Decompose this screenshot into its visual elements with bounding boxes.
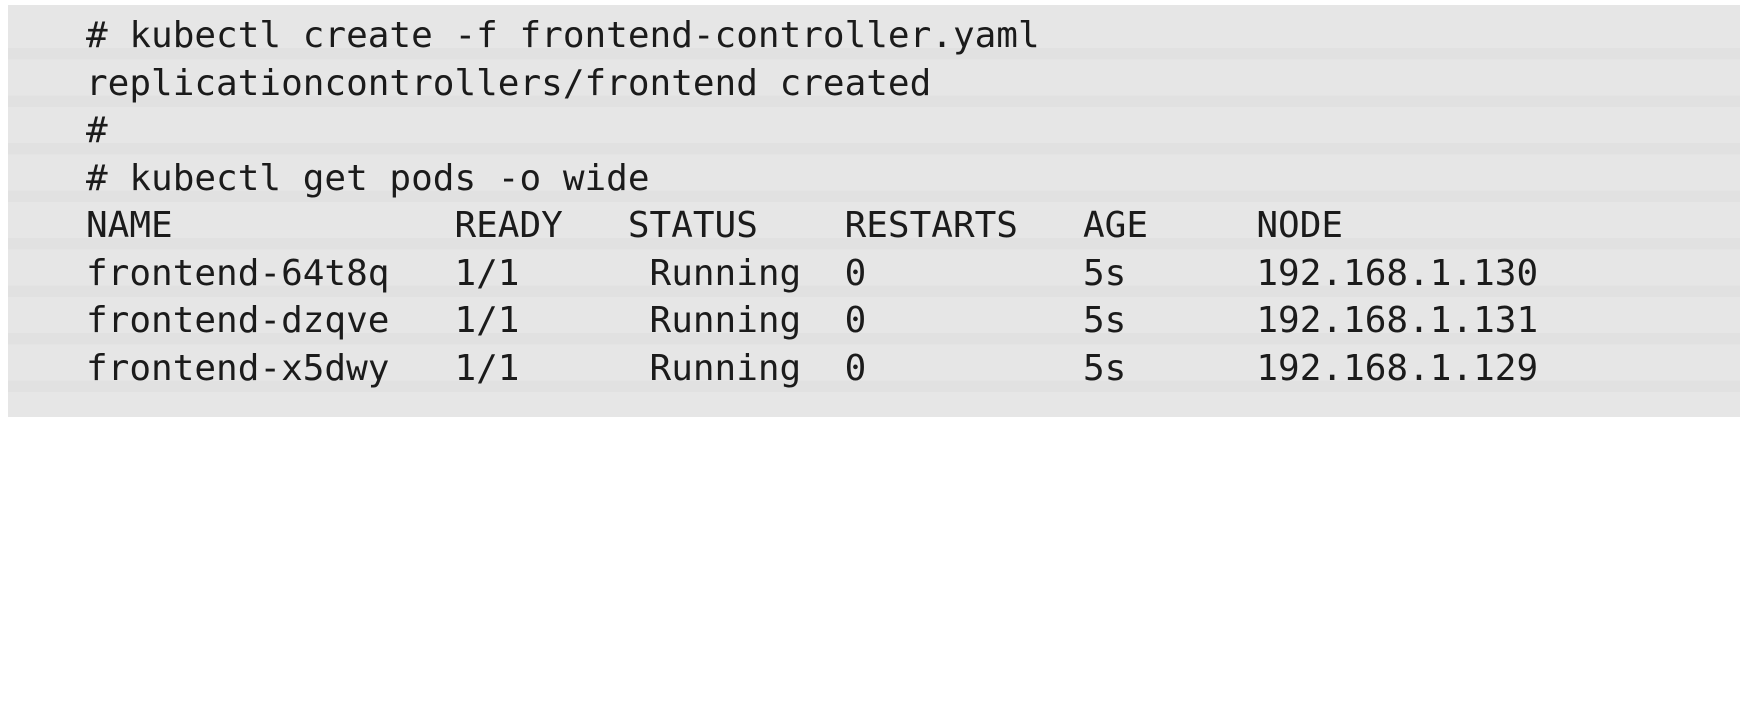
cell-pod-node: 192.168.1.130 — [1256, 250, 1538, 298]
cell-pod-node: 192.168.1.129 — [1256, 345, 1538, 393]
column-header-node: NODE — [1256, 202, 1343, 250]
pod-row: frontend-x5dwy 1/1 Running 0 5s 192.168.… — [86, 345, 1740, 393]
column-header-status: STATUS — [628, 202, 758, 250]
cell-pod-restarts: 0 — [845, 297, 867, 345]
prompt-line-empty: # — [86, 107, 1740, 155]
cell-pod-node: 192.168.1.131 — [1256, 297, 1538, 345]
cell-pod-restarts: 0 — [845, 250, 867, 298]
cell-pod-ready: 1/1 — [454, 250, 519, 298]
cell-pod-age: 5s — [1083, 250, 1126, 298]
pod-row: frontend-dzqve 1/1 Running 0 5s 192.168.… — [86, 297, 1740, 345]
cell-pod-ready: 1/1 — [454, 297, 519, 345]
column-header-ready: READY — [454, 202, 562, 250]
column-header-name: NAME — [86, 202, 173, 250]
pod-row: frontend-64t8q 1/1 Running 0 5s 192.168.… — [86, 250, 1740, 298]
cell-pod-age: 5s — [1083, 345, 1126, 393]
cell-pod-name: frontend-64t8q — [86, 250, 389, 298]
cell-pod-age: 5s — [1083, 297, 1126, 345]
column-header-age: AGE — [1083, 202, 1148, 250]
cell-pod-status: Running — [650, 250, 802, 298]
cell-pod-name: frontend-x5dwy — [86, 345, 389, 393]
command-line-get-pods: # kubectl get pods -o wide — [86, 155, 1740, 203]
command-line-create: # kubectl create -f frontend-controller.… — [86, 12, 1740, 60]
cell-pod-status: Running — [650, 297, 802, 345]
column-header-restarts: RESTARTS — [845, 202, 1018, 250]
cell-pod-name: frontend-dzqve — [86, 297, 389, 345]
cell-pod-restarts: 0 — [845, 345, 867, 393]
pods-table-header-row: NAME READY STATUS RESTARTS AGE NODE — [86, 202, 1740, 250]
output-line-rc-created: replicationcontrollers/frontend created — [86, 60, 1740, 108]
cell-pod-ready: 1/1 — [454, 345, 519, 393]
terminal-output-panel: # kubectl create -f frontend-controller.… — [8, 5, 1740, 417]
cell-pod-status: Running — [650, 345, 802, 393]
